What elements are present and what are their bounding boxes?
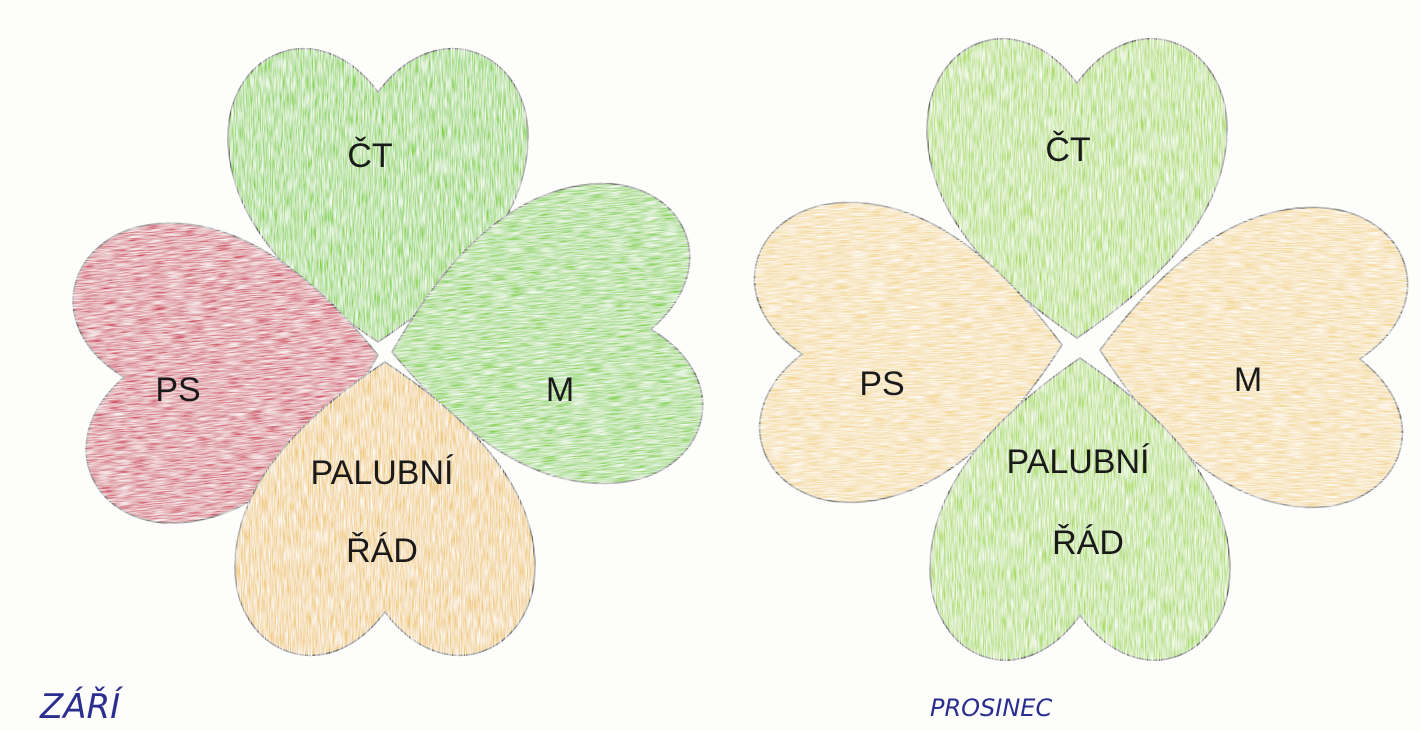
leaf-label-rad: ŘÁD: [1052, 524, 1124, 562]
month-label-prosinec: PROSINEC: [930, 694, 1052, 722]
leaf-label-palubni: PALUBNÍ: [1007, 443, 1151, 481]
leaf-label-m: M: [546, 371, 574, 409]
leaf-label-ps: PS: [859, 365, 904, 403]
month-label-zari: ZÁŘÍ: [39, 686, 124, 727]
leaf-label-ct: ČT: [347, 137, 392, 175]
leaf-label-palubni: PALUBNÍ: [311, 454, 455, 492]
leaf-label-rad: ŘÁD: [346, 532, 418, 570]
leaf-label-ct: ČT: [1045, 131, 1090, 169]
clover-prosinec: ČT PS M PALUBNÍ ŘÁD PROSINEC: [752, 39, 1410, 722]
leaf-label-ps: PS: [155, 371, 200, 409]
clover-zari: ČT PS M PALUBNÍ ŘÁD ZÁŘÍ: [39, 49, 709, 727]
leaf-label-m: M: [1234, 361, 1262, 399]
